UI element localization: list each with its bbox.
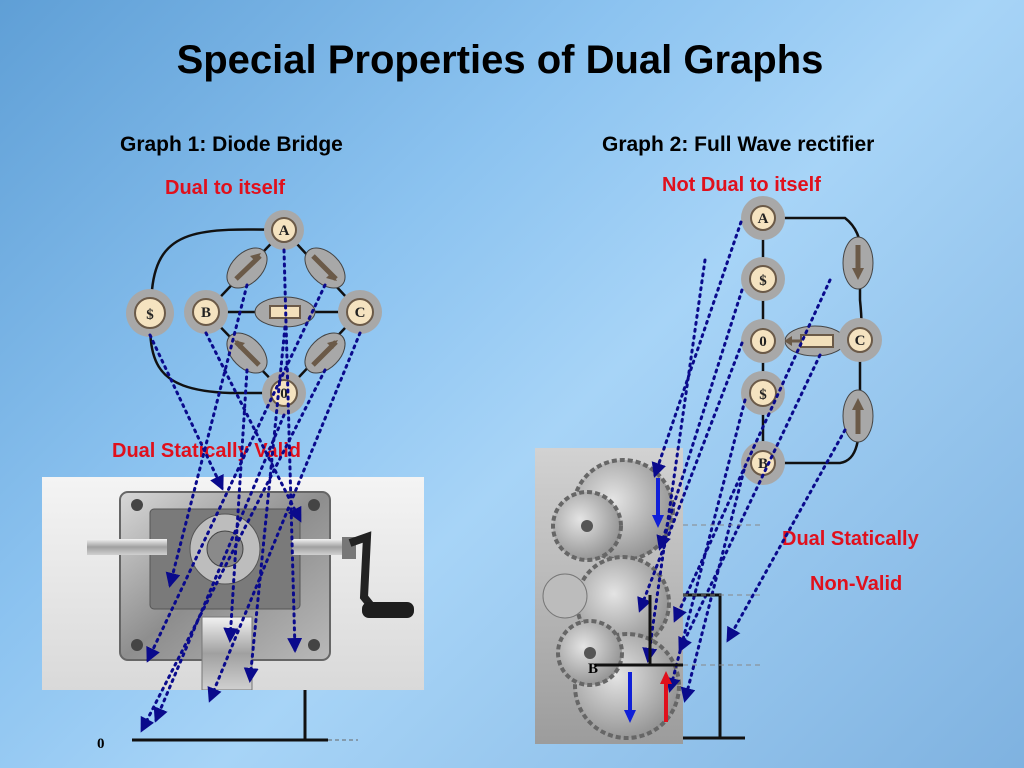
svg-text:$: $ [146,307,154,323]
svg-text:B: B [201,305,211,321]
graph2-diode-bottom [842,389,874,443]
svg-text:$: $ [759,273,767,289]
graph2-validity-line1: Dual Statically [782,528,919,550]
graph1-node-d: 0 [262,371,306,415]
graph1-mapping-lines [140,248,362,733]
gearbox-photo [42,477,424,690]
graph2-source-node-2: $ [741,371,785,415]
svg-text:A: A [758,211,769,227]
svg-text:C: C [355,305,366,321]
graph2-guide-lines [683,524,760,666]
graph1-ground-line: 0 [97,690,358,752]
graph2-force-arrows [624,478,672,723]
graph2-resistor [784,325,846,357]
svg-text:B: B [758,456,768,472]
graph2-mapping-lines [637,220,847,703]
graph1-source-node: $ [126,289,174,337]
graph2-node-zero: 0 [741,319,785,363]
graph1-diode-bd [226,332,268,374]
svg-text:C: C [855,333,866,349]
gear-b-label: B [588,661,598,677]
graph2-diode-top [842,236,874,290]
graph2-dual-status: Not Dual to itself [662,174,821,196]
svg-text:$: $ [759,387,767,403]
graph1-diode-ac [304,247,346,289]
graph1-diode-cd [304,332,346,374]
svg-text:0: 0 [280,386,288,402]
gearbox-zero-label: 0 [97,736,105,752]
graph2-source-node-1: $ [741,257,785,301]
graph1-diode-ab [226,247,268,289]
graph2-node-b: B [741,441,785,485]
slide-title: Special Properties of Dual Graphs [176,38,824,82]
graph2-heading: Graph 2: Full Wave rectifier [602,133,875,156]
gear-train-photo [535,448,683,744]
graph2-validity-line2: Non-Valid [810,573,903,595]
svg-text:A: A [279,223,290,239]
svg-text:0: 0 [759,334,767,350]
graph1-node-c: C [338,290,382,334]
graph1-node-b: B [184,290,228,334]
graph1-node-a: A [264,210,304,250]
graph1-heading: Graph 1: Diode Bridge [120,133,343,156]
graph1-dual-status: Dual to itself [165,177,286,199]
graph2-frame-lines [595,593,745,740]
graph1-validity: Dual Statically Valid [112,440,301,462]
graph2-node-c: C [838,318,882,362]
graph2-node-a: A [741,196,785,240]
